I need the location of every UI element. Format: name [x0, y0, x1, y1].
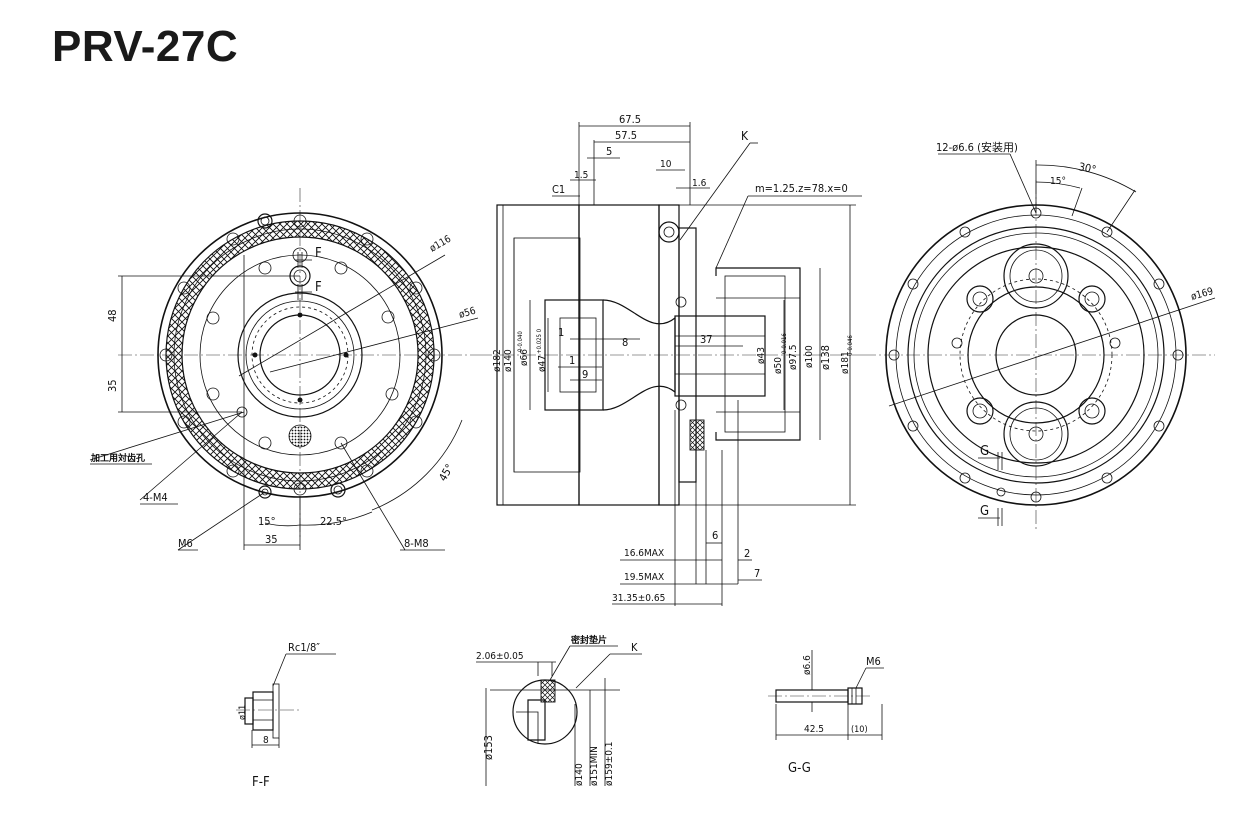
dim-153: ø153: [482, 735, 495, 760]
front-view: ø116 ø56 48 35 35 15° 22.5° 45° F F 加工用対…: [89, 188, 479, 551]
dim-8-ff: 8: [263, 735, 269, 746]
dim-116: ø116: [428, 234, 453, 255]
dim-1-lower: 1: [569, 354, 575, 367]
front-hub-outer: [237, 292, 363, 418]
dim-6: 6: [712, 529, 718, 542]
dim-138: ø138: [819, 345, 832, 370]
dim-48: 48: [106, 309, 119, 322]
rear-view: 12-ø6.6 (安装用) 30° 15° ø169 G G: [862, 140, 1216, 532]
label-8-m8: 8-M8: [404, 537, 429, 550]
dim-31-35: 31.35±0.65: [612, 593, 665, 604]
dim-181: ø181: [840, 351, 851, 374]
dim-9: 9: [582, 368, 588, 381]
dim-2: 2: [744, 547, 750, 560]
gear-spec: m=1.25.z=78.x=0: [755, 182, 848, 195]
rear-planet-gears: [951, 243, 1121, 497]
section-hub: [544, 299, 604, 411]
dim-19-5-max: 19.5MAX: [624, 572, 664, 583]
dim-100: ø100: [804, 345, 815, 368]
label-k-detail: K: [631, 641, 638, 654]
dim-35-vertical: 35: [106, 379, 119, 392]
front-outer-holes: [159, 213, 441, 499]
front-tapped-hole: [288, 424, 312, 448]
dim-37: 37: [700, 333, 713, 346]
dim-182: ø182: [492, 349, 503, 372]
dim-181-tolerance: 0-0.046: [847, 335, 854, 356]
dim-10: 10: [660, 159, 672, 170]
front-hub-mid: [245, 300, 355, 410]
dim-2-06: 2.06±0.05: [476, 651, 524, 662]
dim-c1: C1: [552, 183, 565, 196]
dim-35-horizontal: 35: [265, 533, 278, 546]
dim-67-5: 67.5: [619, 113, 641, 126]
dim-15deg-rear: 15°: [1050, 176, 1066, 187]
dim-5: 5: [606, 145, 612, 158]
label-seal-gasket: 密封垫片: [570, 634, 607, 646]
section-label-f-top: F: [315, 246, 322, 261]
dim-8-section: 8: [622, 336, 628, 349]
dim-45deg: 45°: [436, 462, 456, 484]
front-bolt-circle: [199, 254, 401, 456]
dim-159: ø159±0.1: [604, 741, 615, 786]
dim-11: ø11: [238, 705, 248, 720]
section-label-f-bottom: F: [315, 280, 322, 295]
label-machining-hole: 加工用対齿孔: [90, 452, 145, 464]
dim-50: ø50: [773, 357, 784, 374]
detail-k: 2.06±0.05 密封垫片 K ø153 ø140 ø151MIN ø159±…: [476, 634, 642, 786]
page-title: PRV-27C: [52, 22, 239, 71]
label-12-holes: 12-ø6.6 (安装用): [936, 140, 1018, 154]
label-m6-detail: M6: [866, 655, 881, 668]
dim-30deg: 30°: [1077, 160, 1097, 176]
dim-1-5: 1.5: [574, 170, 588, 181]
dim-47-tolerance: +0.025 0: [536, 328, 543, 354]
caption-f-f: F-F: [252, 775, 270, 790]
front-m8-holes: [206, 247, 399, 450]
detail-f-f: Rc1/8″ ø11 8 F-F: [236, 641, 336, 790]
section-k-seal: [658, 221, 680, 243]
dim-140-detail: ø140: [574, 763, 585, 786]
detail-g-g: ø6.6 M6 42.5 (10) G-G: [768, 650, 884, 776]
section-view: 67.5 57.5 5 10 1.5 1.6 C1 K m=1.25.z=78.…: [478, 113, 862, 606]
dim-10-gg: (10): [851, 725, 868, 735]
dim-140: ø140: [503, 349, 514, 372]
dim-15deg: 15°: [258, 515, 276, 528]
dim-1-6: 1.6: [692, 178, 707, 189]
dim-47: ø47: [537, 355, 548, 372]
dim-43: ø43: [756, 347, 767, 364]
rear-hub: [967, 286, 1105, 424]
label-rc-1-8: Rc1/8″: [288, 641, 320, 654]
section-label-g-top: G: [980, 444, 989, 459]
dim-66: ø66: [519, 349, 530, 366]
dim-151-min: ø151MIN: [589, 746, 600, 786]
section-bearing-lower: [689, 419, 705, 451]
section-label-g-bottom: G: [980, 504, 989, 519]
section-shaft: [674, 315, 766, 397]
dim-140-tolerance: 0-0.040: [517, 331, 524, 352]
dim-169: ø169: [1190, 286, 1215, 303]
label-4-m4: 4-M4: [143, 491, 168, 504]
label-m6: M6: [178, 537, 193, 550]
caption-g-g: G-G: [788, 761, 811, 776]
dim-50-tolerance: 0-0.016: [781, 333, 788, 354]
dim-22-5deg: 22.5°: [320, 515, 347, 528]
dim-42-5: 42.5: [804, 724, 824, 735]
dim-6-6: ø6.6: [802, 655, 813, 675]
dim-16-6-max: 16.6MAX: [624, 548, 664, 559]
dim-97-5: ø97.5: [788, 344, 799, 370]
dim-57-5: 57.5: [615, 129, 637, 142]
dim-56: ø56: [458, 306, 478, 321]
dim-1-upper: 1: [558, 326, 564, 339]
label-k-section: K: [741, 129, 749, 143]
dim-7: 7: [754, 567, 760, 580]
